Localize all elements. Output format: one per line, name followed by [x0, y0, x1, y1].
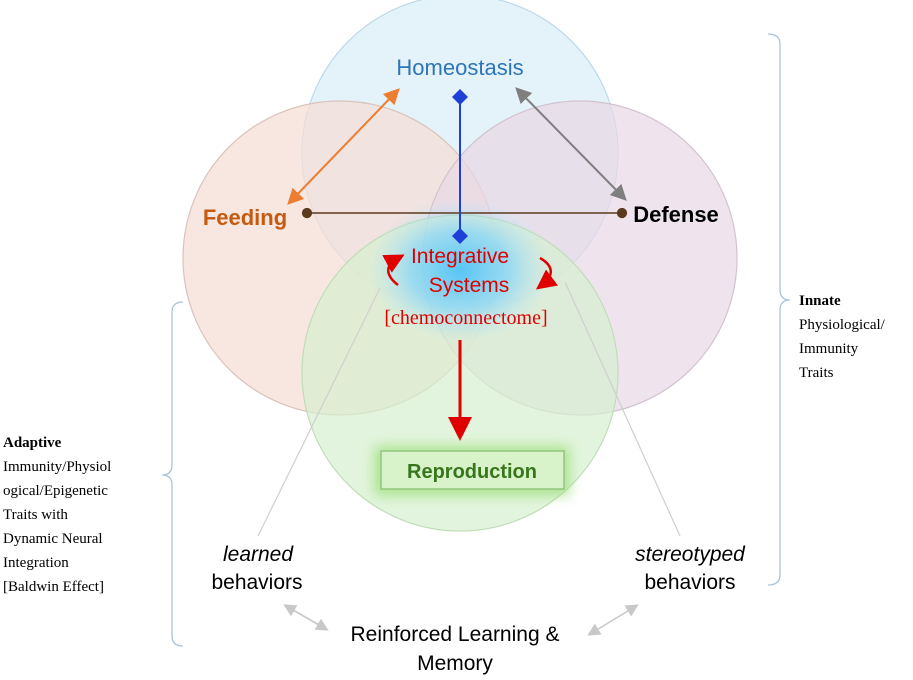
- defense-label: Defense: [633, 202, 719, 227]
- stereotyped-behaviors-label: behaviors: [644, 571, 735, 594]
- adaptive-line2: ogical/Epigenetic: [3, 483, 108, 499]
- innate-line2: Immunity: [799, 341, 859, 357]
- innate-title: Innate: [799, 293, 841, 309]
- adaptive-line5: Integration: [3, 555, 69, 571]
- adaptive-line3: Traits with: [3, 507, 68, 523]
- adaptive-line4: Dynamic Neural: [3, 531, 103, 547]
- homeostasis-label: Homeostasis: [396, 55, 523, 80]
- learned-to-memory-arrow: [283, 604, 329, 631]
- stereotyped-to-memory-arrow: [587, 604, 639, 636]
- feeding-homeostasis-arrow: [287, 88, 400, 205]
- reinforced-label-line1: Reinforced Learning &: [351, 623, 560, 646]
- reinforced-label-line2: Memory: [417, 652, 493, 675]
- adaptive-line6: [Baldwin Effect]: [3, 579, 104, 595]
- innate-line3: Traits: [799, 365, 834, 381]
- adaptive-bracket: [161, 301, 184, 647]
- adaptive-line1: Immunity/Physiol: [3, 459, 111, 475]
- integrative-glow: [368, 198, 552, 342]
- feeding-label: Feeding: [203, 205, 287, 230]
- reproduction-label: Reproduction: [407, 461, 537, 483]
- left-cycle-arrow: [382, 254, 405, 286]
- homeostasis-defense-arrow: [515, 87, 627, 201]
- reproduction-box: [380, 450, 565, 490]
- integrative-label-line1: Integrative: [411, 245, 509, 268]
- right-cycle-arrow: [536, 256, 559, 290]
- innate-bracket: [767, 33, 791, 586]
- stereotyped-label: stereotyped: [635, 543, 746, 566]
- learned-link-line: [257, 287, 381, 537]
- innate-line1: Physiological/: [799, 317, 886, 333]
- integrative-label-line2: Systems: [429, 274, 510, 297]
- chemoconnectome-label: [chemoconnectome]: [384, 307, 547, 329]
- stereotyped-link-line: [564, 281, 681, 537]
- learned-label: learned: [223, 543, 294, 566]
- adaptive-title: Adaptive: [3, 435, 62, 451]
- learned-behaviors-label: behaviors: [211, 571, 302, 594]
